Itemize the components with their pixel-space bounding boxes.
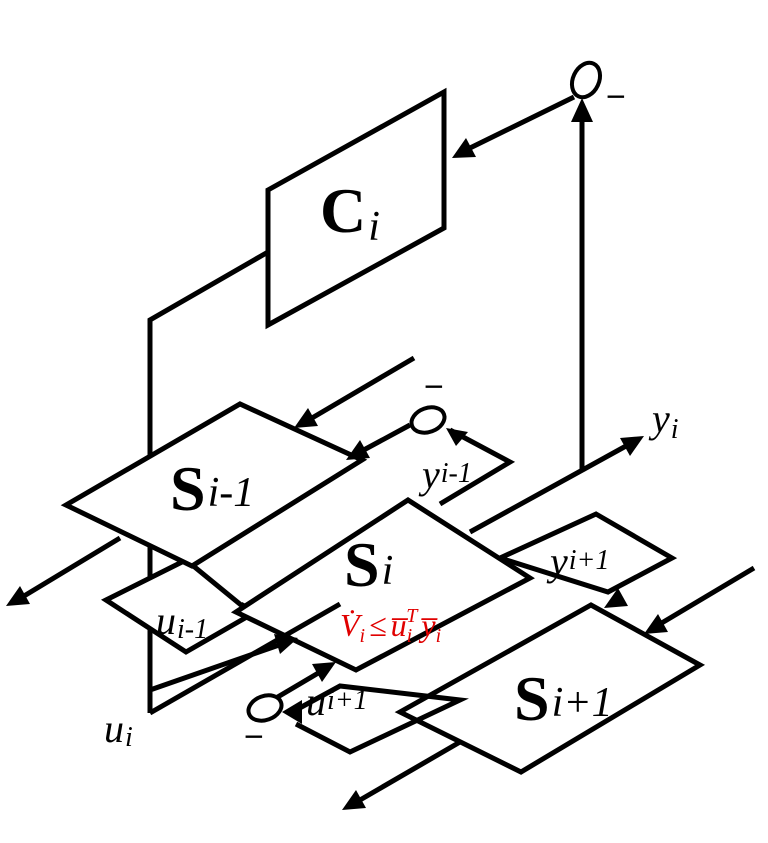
label-u-im1: ui-1: [156, 598, 208, 645]
label-u-i: ui: [104, 706, 133, 753]
summing-sign-top: −: [606, 78, 626, 116]
label-y-im1: yi-1: [418, 452, 472, 497]
y-ip1-arrowhead: [604, 588, 628, 608]
controller-input-line: [468, 94, 576, 151]
output-line-yi: [468, 443, 628, 535]
interconnect-y-im1: [358, 422, 412, 455]
u-i-base-line: [148, 601, 342, 716]
measurement-arrowhead-yi: [571, 98, 593, 122]
interconnect-y-im1-parallelogram: [438, 427, 516, 507]
label-y-i: yi: [648, 396, 679, 445]
summing-junction-top: [569, 60, 603, 100]
subsystem-s-im1-block: [60, 401, 368, 569]
s-ip1-input-arrowhead: [644, 614, 668, 634]
subsystem-s-ip1-label: Si+1: [514, 663, 613, 734]
y-im1-arrowhead: [446, 428, 468, 446]
summing-junction-middle: [409, 405, 447, 435]
controller-block: [265, 87, 447, 330]
subsystem-s-i-label: Si: [344, 529, 393, 600]
subsystem-s-i-block: [230, 497, 535, 673]
u-ip1-arrowhead: [312, 662, 336, 682]
s-im1-input-line: [310, 355, 416, 421]
s-ip1-output-line: [358, 739, 462, 803]
s-im1-output-line: [22, 535, 122, 599]
interconnect-u-ip1: [294, 683, 469, 755]
summing-sign-middle: −: [424, 368, 444, 406]
summing-junction-bottom: [246, 693, 284, 723]
label-u-ip1: ui+1: [306, 679, 368, 724]
u-ip1-arrowhead-left: [282, 700, 302, 724]
interconnect-y-ip1: [493, 511, 678, 595]
s-ip1-input-line: [658, 565, 756, 627]
u-ip1-feed-line: [274, 669, 322, 701]
summing-sign-bottom: −: [244, 718, 264, 756]
controller-input-arrowhead: [452, 138, 476, 158]
label-y-ip1: yi+1: [546, 539, 609, 584]
y-im1-into-s-im1-arrowhead: [346, 440, 370, 460]
subsystem-s-im1-label: Si-1: [170, 453, 254, 524]
s-ip1-output-arrowhead: [342, 790, 366, 810]
s-im1-input-arrowhead: [294, 408, 318, 428]
controller-label: Ci: [320, 175, 380, 250]
subsystem-s-ip1-block: [394, 602, 706, 775]
s-im1-output-arrowhead: [6, 586, 30, 606]
output-arrowhead-yi: [620, 436, 644, 456]
